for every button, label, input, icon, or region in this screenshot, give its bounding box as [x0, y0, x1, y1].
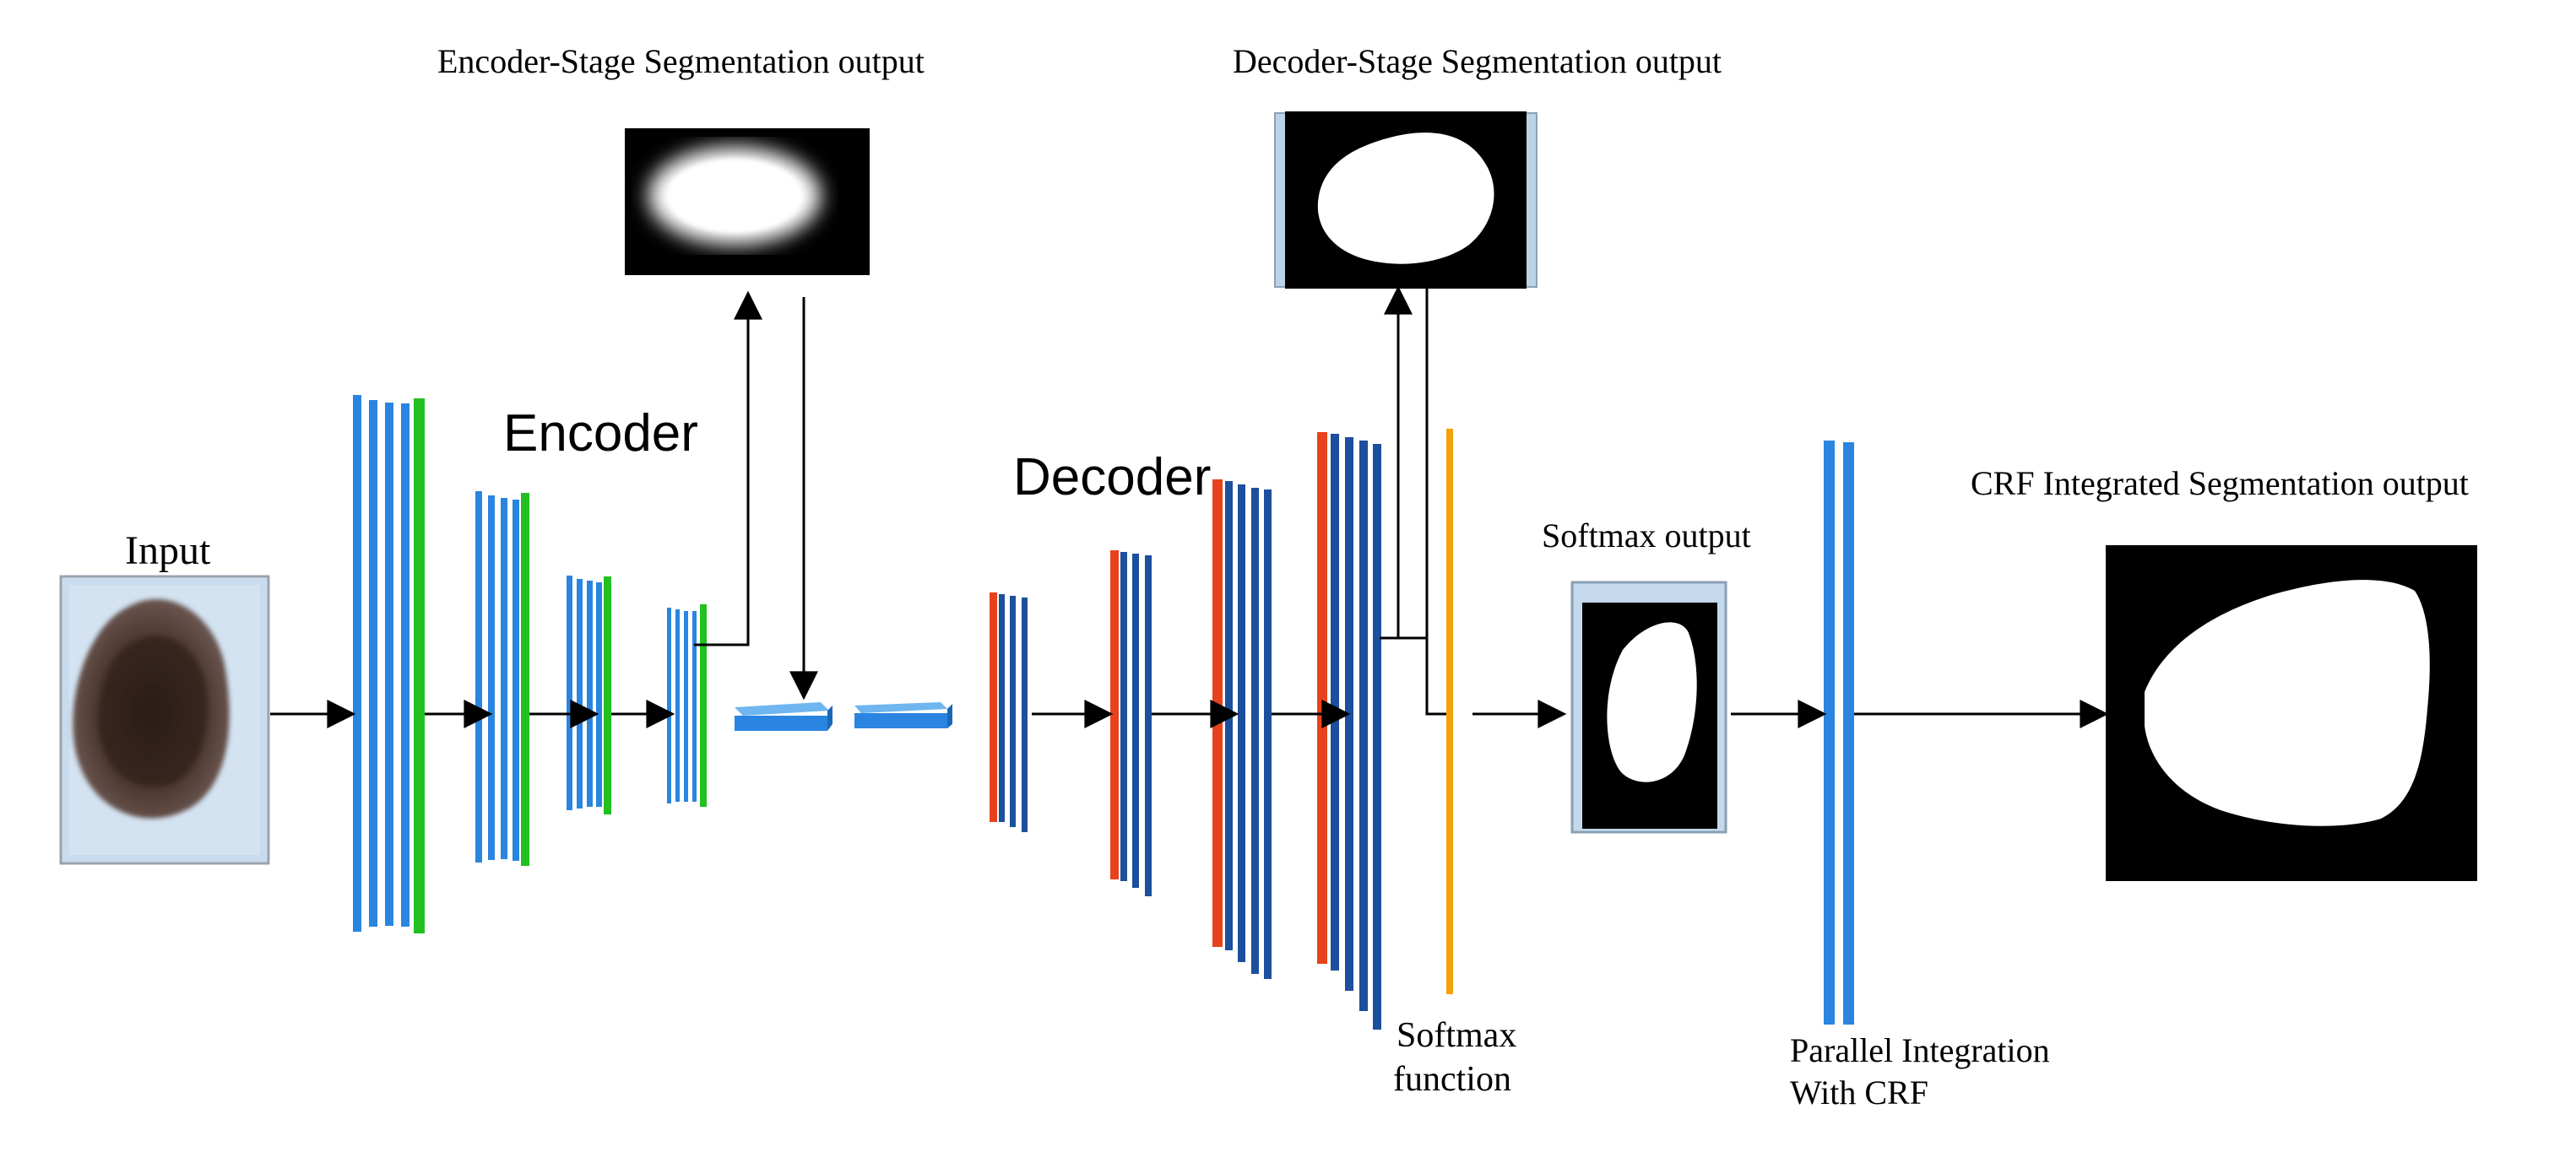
encoder-block-3	[567, 576, 611, 814]
softmax-output-title: Softmax output	[1542, 517, 1751, 554]
bottleneck-block-2	[854, 702, 952, 728]
softmax-layer	[1446, 429, 1453, 994]
encoder-block-4	[667, 604, 707, 807]
bottleneck-block-1	[735, 702, 832, 731]
softmax-function-label-line1: Softmax	[1396, 1016, 1516, 1055]
input-image	[59, 575, 270, 865]
crf-output-title: CRF Integrated Segmentation output	[1971, 464, 2469, 502]
decoder-output-title: Decoder-Stage Segmentation output	[1233, 42, 1722, 80]
encoder-output-title: Encoder-Stage Segmentation output	[437, 42, 925, 80]
encoder-block-2	[475, 491, 529, 866]
parallel-integration-label-line2: With CRF	[1790, 1074, 1928, 1111]
parallel-integration-label-line1: Parallel Integration	[1790, 1031, 2050, 1069]
decoder-output-image	[1274, 111, 1537, 289]
crf-integration-layer	[1824, 441, 1854, 1025]
softmax-output-image	[1570, 581, 1727, 834]
encoder-output-image	[625, 128, 870, 275]
decoder-block-4	[1317, 432, 1381, 1030]
crf-output-image	[2106, 545, 2477, 881]
flow-arrows	[270, 285, 2109, 728]
decoder-block-2	[1110, 550, 1152, 896]
decoder-block-3	[1212, 479, 1272, 979]
encoder-label: Encoder	[503, 404, 698, 462]
decoder-block-1	[990, 592, 1028, 832]
input-label: Input	[125, 528, 211, 573]
decoder-label: Decoder	[1013, 448, 1211, 506]
encoder-block-1	[353, 395, 425, 933]
softmax-function-label-line2: function	[1393, 1060, 1511, 1099]
